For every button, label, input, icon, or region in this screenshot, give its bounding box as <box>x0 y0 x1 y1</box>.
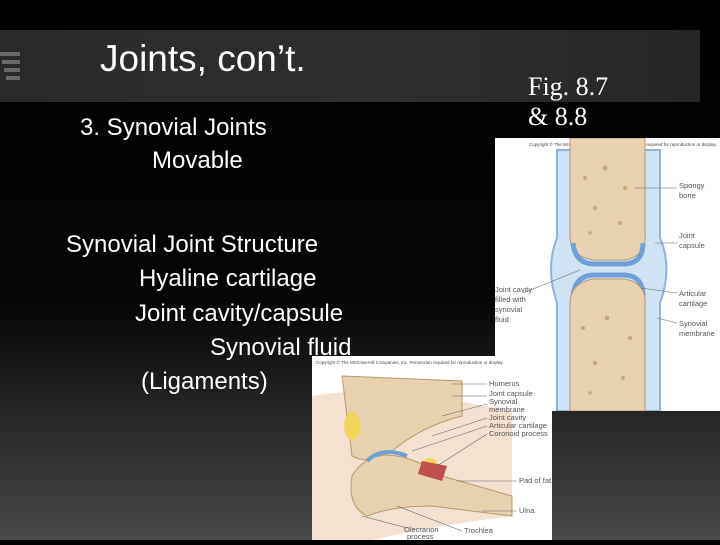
label-synovial: Synovial <box>679 319 708 328</box>
label-joint-cavity-2: Joint cavity <box>489 413 526 422</box>
bullet-structure: Synovial Joint Structure <box>66 231 319 258</box>
slide-title: Joints, con’t. <box>100 38 306 79</box>
label-membrane-2: membrane <box>489 405 525 414</box>
title-decoration <box>0 52 20 80</box>
elbow-joint-figure: Copyright © The McGraw-Hill Companies, I… <box>312 356 552 541</box>
figure-reference-line-1: Fig. 8.7 <box>528 72 609 101</box>
bullet-hyaline: Hyaline cartilage <box>139 265 317 292</box>
bullet-movable: Movable <box>152 147 243 174</box>
bullet-ligaments: (Ligaments) <box>141 368 268 395</box>
label-articular-cartilage-2: Articular cartilage <box>489 421 547 430</box>
label-olecranon: Olecranon <box>404 525 439 534</box>
label-fluid: fluid <box>495 315 509 324</box>
figure-reference-line-2: & 8.8 <box>528 102 588 131</box>
synovial-joint-figure: Copyright © The McGraw-Hill Companies, I… <box>495 137 720 412</box>
label-joint-capsule: Joint capsule <box>489 389 533 398</box>
label-synovial-2: Synovial <box>489 397 518 406</box>
label-pad-of-fat: Pad of fat <box>519 476 552 485</box>
label-spongy: Spongy <box>679 181 705 190</box>
label-capsule: capsule <box>679 241 705 250</box>
label-humerus: Humerus <box>489 379 520 388</box>
label-ulna: Ulna <box>519 506 535 515</box>
label-trochlea: Trochlea <box>464 526 494 535</box>
label-membrane: membrane <box>679 329 715 338</box>
label-joint-cavity: Joint cavity <box>495 285 532 294</box>
label-process: process <box>407 532 434 540</box>
title-bar <box>0 30 700 102</box>
label-joint: Joint <box>679 231 696 240</box>
label-synovial-left: synovial <box>495 305 522 314</box>
label-cartilage: cartilage <box>679 299 707 308</box>
label-filled-with: filled with <box>495 295 526 304</box>
label-bone: bone <box>679 191 696 200</box>
label-coronoid: Coronoid process <box>489 429 548 438</box>
bullet-joint-cavity: Joint cavity/capsule <box>135 300 344 327</box>
figure-reference: Fig. 8.7 & 8.8 <box>528 72 608 132</box>
label-articular: Articular <box>679 289 707 298</box>
bullet-synovial-joints: 3. Synovial Joints <box>80 114 267 141</box>
figure2-copyright: Copyright © The McGraw-Hill Companies, I… <box>316 359 504 365</box>
